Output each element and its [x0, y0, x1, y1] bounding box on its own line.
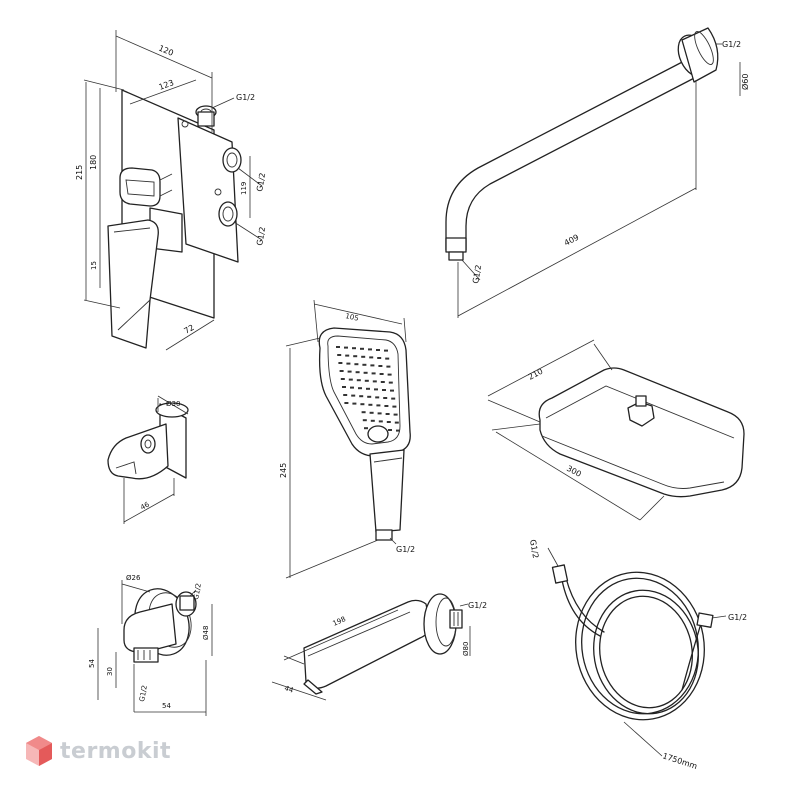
- rain-head: 210 300: [487, 339, 745, 521]
- arm-thread-top: G1/2: [722, 40, 741, 49]
- mixer-thread-bot: G1/2: [255, 226, 267, 246]
- hose-length: 1750mm: [661, 751, 698, 771]
- holder-dim-46: 46: [139, 500, 151, 512]
- spout-dim-44: 44: [283, 684, 294, 695]
- arm-dim-409: 409: [563, 233, 581, 248]
- wall-holder: Ø30 46: [107, 395, 189, 524]
- mixer-dim-215: 215: [75, 165, 84, 180]
- handshower-dim-245: 245: [279, 463, 288, 478]
- spout-dim-d80: Ø80: [462, 642, 470, 656]
- wall-elbow: Ø26 G1/2 Ø48 54 30 G1/2 54: [88, 574, 213, 716]
- nozzle-pattern: [336, 346, 400, 432]
- mixer-thread-top: G1/2: [236, 93, 255, 102]
- elbow-dim-d26: Ø26: [126, 574, 141, 582]
- bath-spout: 198 44 G1/2 Ø80: [271, 593, 487, 701]
- holder-dim-d30: Ø30: [166, 400, 180, 408]
- mixer-dim-120: 120: [157, 44, 175, 58]
- mixer-dim-119: 119: [240, 182, 248, 195]
- brand-logo: termokit: [24, 734, 171, 768]
- arm-thread-bot: G1/2: [471, 264, 483, 284]
- mixer-thread-mid: G1/2: [255, 172, 267, 192]
- elbow-dim-54v: 54: [88, 659, 96, 668]
- brand-name: termokit: [60, 738, 172, 764]
- handshower-dim-105: 105: [345, 312, 360, 323]
- concealed-mixer: 120 123 215 180 15 119 72 G1/2 G1/2 G1/2: [75, 30, 267, 351]
- elbow-dim-d48: Ø48: [202, 626, 210, 640]
- spout-dim-198: 198: [332, 615, 347, 628]
- hose-thread-left: G1/2: [528, 539, 540, 559]
- shower-arm: 409 Ø60 G1/2 G1/2: [445, 27, 750, 318]
- elbow-dim-30: 30: [106, 667, 114, 676]
- rainhead-dim-210: 210: [527, 367, 545, 382]
- mixer-dim-72: 72: [183, 323, 196, 336]
- hose-thread-right: G1/2: [728, 613, 747, 622]
- spout-thread: G1/2: [468, 601, 487, 610]
- elbow-thread-bot: G1/2: [138, 685, 149, 703]
- mixer-dim-123: 123: [158, 78, 175, 92]
- handshower-thread: G1/2: [396, 545, 415, 554]
- elbow-dim-54h: 54: [162, 702, 171, 710]
- mixer-dim-180: 180: [89, 155, 98, 170]
- shower-hose: G1/2 G1/2 1750mm: [528, 539, 747, 771]
- rainhead-dim-300: 300: [565, 464, 583, 479]
- mixer-dim-15: 15: [90, 261, 98, 270]
- brand-cube-icon: [26, 736, 52, 766]
- elbow-thread-top: G1/2: [192, 583, 203, 601]
- hand-shower: 105 245 G1/2: [279, 299, 415, 579]
- arm-dim-d60: Ø60: [740, 74, 750, 90]
